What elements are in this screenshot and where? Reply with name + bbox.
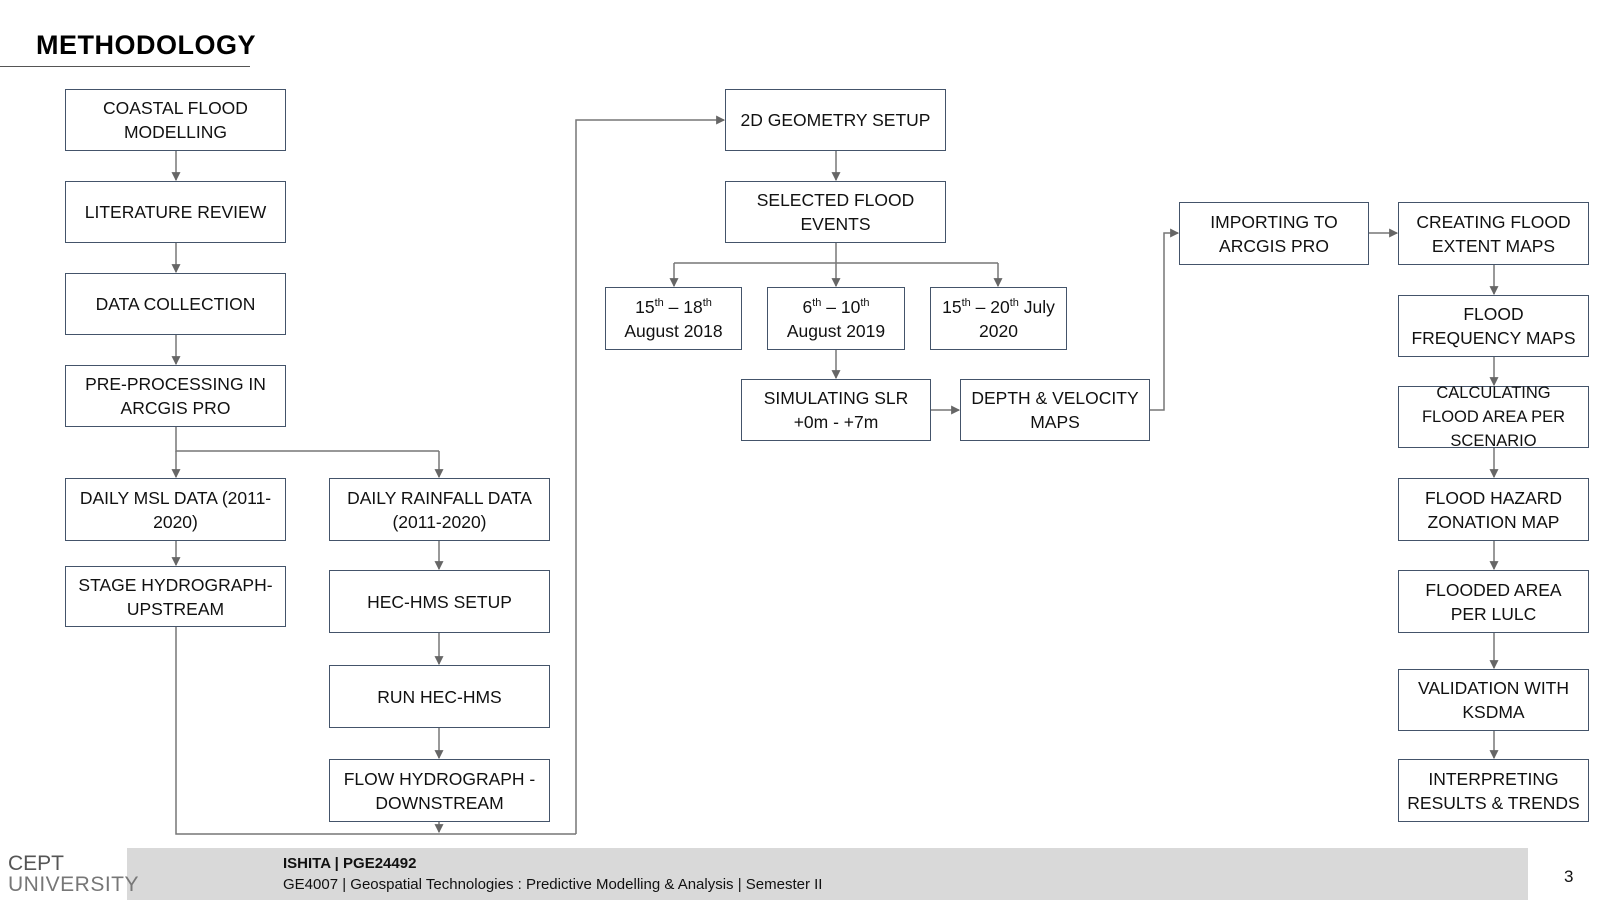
branch-preprocessing — [175, 427, 439, 452]
arrow-depth-to-import — [1150, 228, 1180, 411]
box-label: IMPORTING TO ARCGIS PRO — [1210, 211, 1338, 256]
box-label: CALCULATING FLOOD AREA PER SCENARIO — [1421, 384, 1566, 450]
box-label: COASTAL FLOOD MODELLING — [103, 98, 248, 142]
box-daily-msl: DAILY MSL DATA (2011-2020) — [65, 478, 286, 541]
box-label: LITERATURE REVIEW — [84, 202, 267, 222]
box-flood-frequency: FLOOD FREQUENCY MAPS — [1398, 295, 1589, 357]
box-flooded-area-lulc: FLOODED AREA PER LULC — [1398, 570, 1589, 633]
footer-bar — [0, 848, 1600, 900]
box-stage-hydrograph: STAGE HYDROGRAPH-UPSTREAM — [65, 566, 286, 627]
box-creating-flood-extent: CREATING FLOOD EXTENT MAPS — [1398, 202, 1589, 265]
box-label: RUN HEC-HMS — [377, 686, 502, 707]
footer-author: ISHITA | PGE24492 — [283, 855, 417, 872]
box-importing-arcgis: IMPORTING TO ARCGIS PRO — [1179, 202, 1369, 265]
page-number: 3 — [1564, 867, 1574, 886]
box-interpreting-results: INTERPRETING RESULTS & TRENDS — [1398, 759, 1589, 822]
line-stage-down — [175, 627, 576, 835]
box-label: INTERPRETING RESULTS & TRENDS — [1407, 768, 1580, 813]
box-label: SIMULATING SLR +0m - +7m — [763, 388, 909, 432]
box-label: VALIDATION WITH KSDMA — [1417, 678, 1570, 722]
box-event-2018: 15th – 18th August 2018 — [605, 287, 742, 350]
box-simulating-slr: SIMULATING SLR +0m - +7m — [741, 379, 931, 441]
box-event-2019: 6th – 10th August 2019 — [767, 287, 905, 350]
box-validation-ksdma: VALIDATION WITH KSDMA — [1398, 669, 1589, 731]
title-underline — [0, 66, 250, 67]
box-hec-hms-setup: HEC-HMS SETUP — [329, 570, 550, 633]
box-label: DATA COLLECTION — [95, 294, 256, 314]
box-label: SELECTED FLOOD EVENTS — [756, 190, 915, 234]
cept-logo-bottom: UNIVERSITY — [8, 873, 140, 896]
logo-panel — [0, 848, 127, 900]
box-label: 2D GEOMETRY SETUP — [740, 110, 931, 130]
box-2d-geometry-setup: 2D GEOMETRY SETUP — [725, 89, 946, 151]
box-event-2020: 15th – 20th July 2020 — [930, 287, 1067, 350]
cept-logo-top: CEPT — [8, 852, 65, 875]
box-label: PRE-PROCESSING IN ARCGIS PRO — [85, 374, 266, 418]
box-calculating-area: CALCULATING FLOOD AREA PER SCENARIO — [1398, 384, 1589, 450]
footer-course: GE4007 | Geospatial Technologies : Predi… — [283, 876, 823, 893]
box-flow-hydrograph: FLOW HYDROGRAPH - DOWNSTREAM — [329, 759, 550, 822]
box-label: DAILY RAINFALL DATA (2011-2020) — [347, 487, 532, 532]
box-depth-velocity: DEPTH & VELOCITY MAPS — [960, 379, 1150, 441]
box-label: STAGE HYDROGRAPH-UPSTREAM — [78, 574, 273, 619]
box-label: FLOODED AREA PER LULC — [1425, 579, 1562, 624]
box-run-hec-hms: RUN HEC-HMS — [329, 665, 550, 728]
page-title: METHODOLOGY — [36, 30, 256, 60]
box-label: DEPTH & VELOCITY MAPS — [971, 388, 1139, 432]
box-label: FLOOD HAZARD ZONATION MAP — [1424, 487, 1563, 532]
box-label: DAILY MSL DATA (2011-2020) — [79, 487, 272, 532]
box-daily-rainfall: DAILY RAINFALL DATA (2011-2020) — [329, 478, 550, 541]
box-selected-flood-events: SELECTED FLOOD EVENTS — [725, 181, 946, 243]
box-flood-hazard-zonation: FLOOD HAZARD ZONATION MAP — [1398, 478, 1589, 541]
page-number-panel — [1528, 848, 1600, 900]
box-coastal-flood-modelling: COASTAL FLOOD MODELLING — [65, 89, 286, 151]
box-label: CREATING FLOOD EXTENT MAPS — [1416, 211, 1571, 256]
box-label: FLOOD FREQUENCY MAPS — [1411, 304, 1576, 348]
box-data-collection: DATA COLLECTION — [65, 273, 286, 335]
box-literature-review: LITERATURE REVIEW — [65, 181, 286, 243]
box-label: FLOW HYDROGRAPH - DOWNSTREAM — [343, 768, 536, 813]
arrow-to-geometry — [575, 115, 726, 834]
box-preprocessing: PRE-PROCESSING IN ARCGIS PRO — [65, 365, 286, 427]
box-label: HEC-HMS SETUP — [367, 591, 512, 612]
